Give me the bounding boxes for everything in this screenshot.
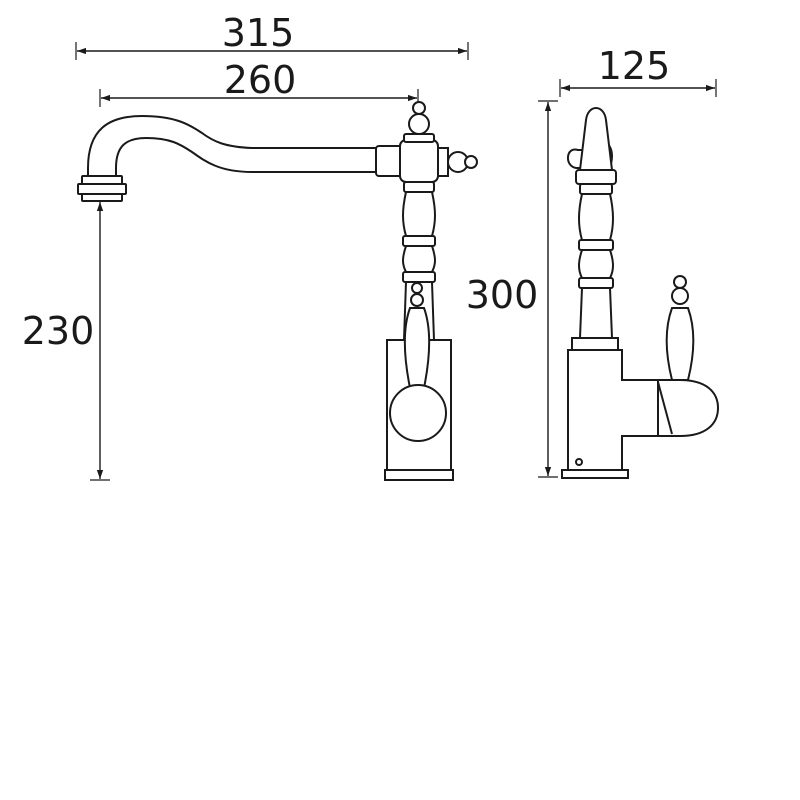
spout-reach-label: 260 xyxy=(224,58,297,102)
faucet-side-view xyxy=(561,107,720,479)
dimension-overall-width: 315 xyxy=(75,11,469,60)
overall-width-label: 315 xyxy=(222,11,295,55)
depth-label: 125 xyxy=(598,44,671,88)
dimension-overall-height: 300 xyxy=(466,100,558,478)
dimension-spout-reach: 260 xyxy=(99,58,419,107)
dimension-spout-height: 230 xyxy=(22,200,110,481)
overall-height-label: 300 xyxy=(466,273,539,317)
dimension-depth: 125 xyxy=(559,44,717,97)
spout-height-label: 230 xyxy=(22,309,95,353)
faucet-front-view xyxy=(77,101,478,481)
